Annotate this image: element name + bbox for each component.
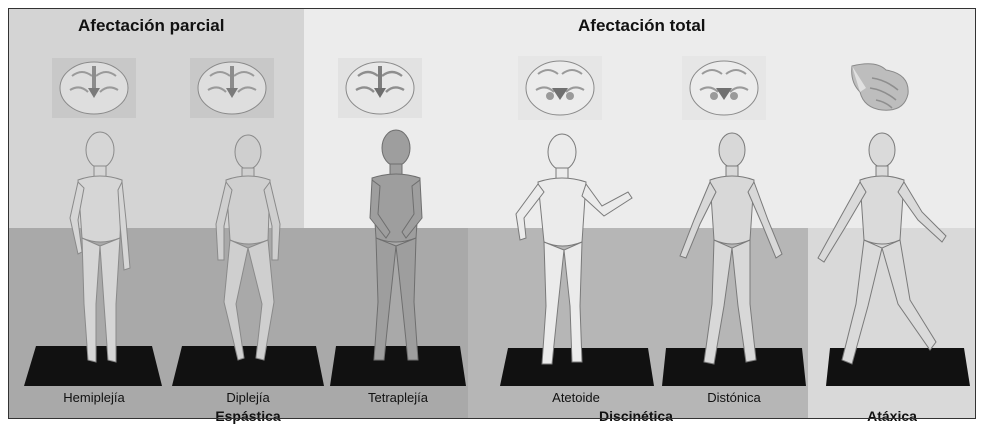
brain-scan-distonica-image [682, 56, 766, 120]
tetraplejia-label: Tetraplejía [368, 390, 428, 405]
platform [330, 346, 466, 386]
distonica-label: Distónica [707, 390, 761, 405]
cerebellum-scan-ataxica-image [851, 63, 909, 111]
diplejia-label: Diplejía [226, 390, 270, 405]
hemiplejia-child-figure [69, 131, 131, 363]
platform [172, 346, 324, 386]
platform [500, 348, 654, 386]
ataxica-child-figure [817, 132, 947, 365]
brain-scan-diplejia-image [190, 58, 274, 118]
platform [24, 346, 162, 386]
tetraplejia-child-figure [369, 129, 423, 361]
partial-affectation-header: Afectación parcial [78, 16, 225, 35]
atetoide-child-figure [515, 133, 633, 365]
total-affectation-header: Afectación total [578, 16, 706, 35]
ataxica-group-label: Atáxica [867, 408, 917, 424]
brain-scan-hemiplejia-image [52, 58, 136, 118]
platform [662, 348, 806, 386]
espastica-group-label: Espástica [215, 408, 281, 424]
discinetica-group-label: Discinética [599, 408, 673, 424]
atetoide-label: Atetoide [552, 390, 600, 405]
brain-scan-atetoide-image [518, 56, 602, 120]
diplejia-child-figure [215, 134, 281, 361]
distonica-child-figure [679, 132, 783, 365]
hemiplejia-label: Hemiplejía [63, 390, 125, 405]
platform [826, 348, 970, 386]
brain-scan-tetraplejia-image [338, 58, 422, 118]
